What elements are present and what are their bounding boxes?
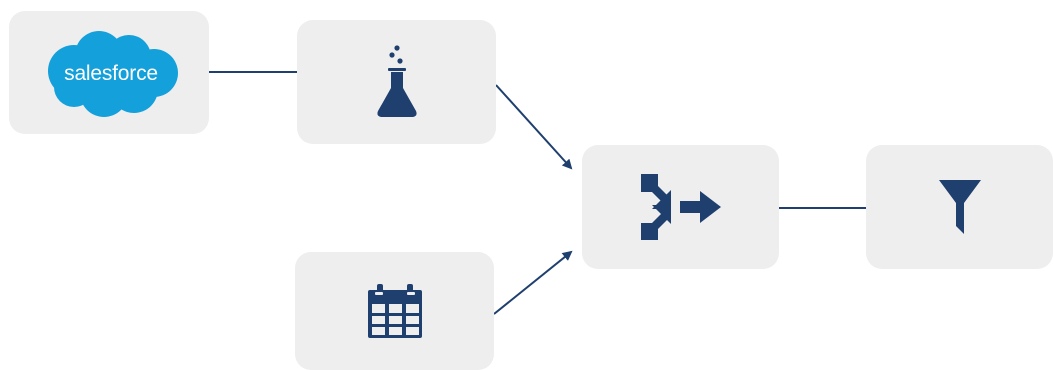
node-flask[interactable] bbox=[297, 20, 496, 144]
edge-flask-to-merge bbox=[495, 84, 573, 170]
calendar-icon bbox=[367, 284, 422, 338]
node-calendar[interactable] bbox=[295, 252, 494, 370]
node-filter[interactable] bbox=[866, 145, 1053, 269]
salesforce-logo: salesforce bbox=[48, 30, 178, 117]
node-merge[interactable] bbox=[582, 145, 779, 269]
salesforce-wordmark: salesforce bbox=[64, 62, 158, 85]
merge-arrows-icon bbox=[640, 174, 721, 240]
flask-icon bbox=[376, 45, 417, 117]
node-salesforce[interactable]: salesforce bbox=[9, 11, 209, 134]
filter-funnel-icon bbox=[938, 180, 981, 234]
edge-calendar-to-merge bbox=[493, 250, 573, 315]
